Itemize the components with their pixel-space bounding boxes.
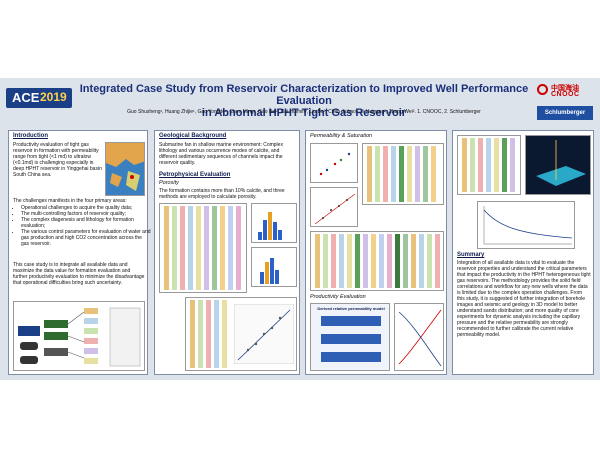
challenge-item: The multi-controlling factors of reservo… <box>21 211 151 217</box>
saturation-log-figure <box>310 231 444 291</box>
permeability-panel: Permeability & Saturation <box>305 130 447 375</box>
production-chart-figure <box>477 201 575 249</box>
introduction-title: Introduction <box>13 133 48 139</box>
challenges-list: Operational challenges to acquire the qu… <box>13 205 151 247</box>
ace-logo-text: ACE <box>12 90 40 105</box>
relperm-curve-graphic <box>398 309 442 367</box>
geology-panel: Geological Background Submarine fan in s… <box>154 130 300 375</box>
summary-text: Integration of all available data is vit… <box>457 260 591 338</box>
core-log-figure <box>185 297 297 371</box>
productivity-evaluation-label: Productivity Evaluation <box>310 294 366 300</box>
workflow-figure <box>13 301 145 371</box>
crossplot-graphic <box>314 193 356 225</box>
workflow-graphic <box>18 307 141 367</box>
summary-title: Summary <box>457 252 485 258</box>
scatter-graphic <box>319 152 351 176</box>
porosity-text: The formation contains more than 10% cal… <box>159 188 285 200</box>
histogram-graphic <box>260 258 279 284</box>
authors-line: Guo Shusheng¹, Huang Zhijie¹, Gao Yongde… <box>127 109 481 115</box>
porosity-label: Porosity <box>159 180 179 186</box>
challenge-item: Operational challenges to acquire the qu… <box>21 205 151 211</box>
relperm-flow-figure: Derived relative permeability model <box>310 303 390 371</box>
geological-background-title: Geological Background <box>159 133 227 139</box>
basin-map-graphic <box>106 143 144 191</box>
introduction-paragraph-2: The challenges manifests in the four pri… <box>13 198 127 204</box>
cnooc-logo: 中国海油 CNOOC <box>537 83 593 101</box>
perm-scatter-figure <box>310 143 358 183</box>
flow-box <box>321 352 381 362</box>
perm-crossplot-figure <box>310 187 358 227</box>
perm-log-figure <box>362 143 444 205</box>
challenge-item: The complex diagenesis and lithology for… <box>21 217 151 229</box>
cnooc-mark-icon <box>537 84 548 95</box>
summary-panel: Summary Integration of all available dat… <box>452 130 594 375</box>
histogram-graphic <box>258 212 282 240</box>
production-curve-graphic <box>483 206 573 245</box>
introduction-paragraph-1: Productivity evaluation of tight gas res… <box>13 142 102 178</box>
permeability-saturation-label: Permeability & Saturation <box>310 133 373 139</box>
flow-box <box>321 334 381 344</box>
ace-conference-logo: ACE 2019 <box>6 88 72 108</box>
cnooc-logo-zh: 中国海油 <box>551 85 579 92</box>
flow-box <box>321 316 381 326</box>
challenge-item: The various control parameters for evalu… <box>21 229 151 247</box>
basin-map-figure <box>105 142 145 196</box>
poster-title-line1: Integrated Case Study from Reservoir Cha… <box>79 83 529 107</box>
poster-title: Integrated Case Study from Reservoir Cha… <box>78 83 530 119</box>
relperm-flow-title: Derived relative permeability model <box>317 306 385 311</box>
porosity-histogram-1 <box>251 203 297 243</box>
schlumberger-logo: Schlumberger <box>537 106 593 120</box>
porosity-log-figure <box>159 203 247 293</box>
ace-logo-year: 2019 <box>40 90 67 104</box>
relperm-chart-figure <box>394 303 444 371</box>
crossplot-graphic <box>234 304 294 364</box>
petrophysical-evaluation-title: Petrophysical Evaluation <box>159 172 231 178</box>
well-log-figure <box>457 135 521 195</box>
introduction-paragraph-3: This case study is to integrate all avai… <box>13 262 145 286</box>
3d-model-figure <box>525 135 591 195</box>
porosity-histogram-2 <box>251 247 297 287</box>
introduction-panel: Introduction Productivity evaluation of … <box>8 130 151 375</box>
geological-background-text: Submarine fan in shallow marine environm… <box>159 142 283 166</box>
3d-model-graphic <box>536 140 586 186</box>
cnooc-logo-en: CNOOC <box>551 91 580 98</box>
poster-title-line2: in Abnormal HPHT Tight Gas Reservoir <box>201 107 407 119</box>
